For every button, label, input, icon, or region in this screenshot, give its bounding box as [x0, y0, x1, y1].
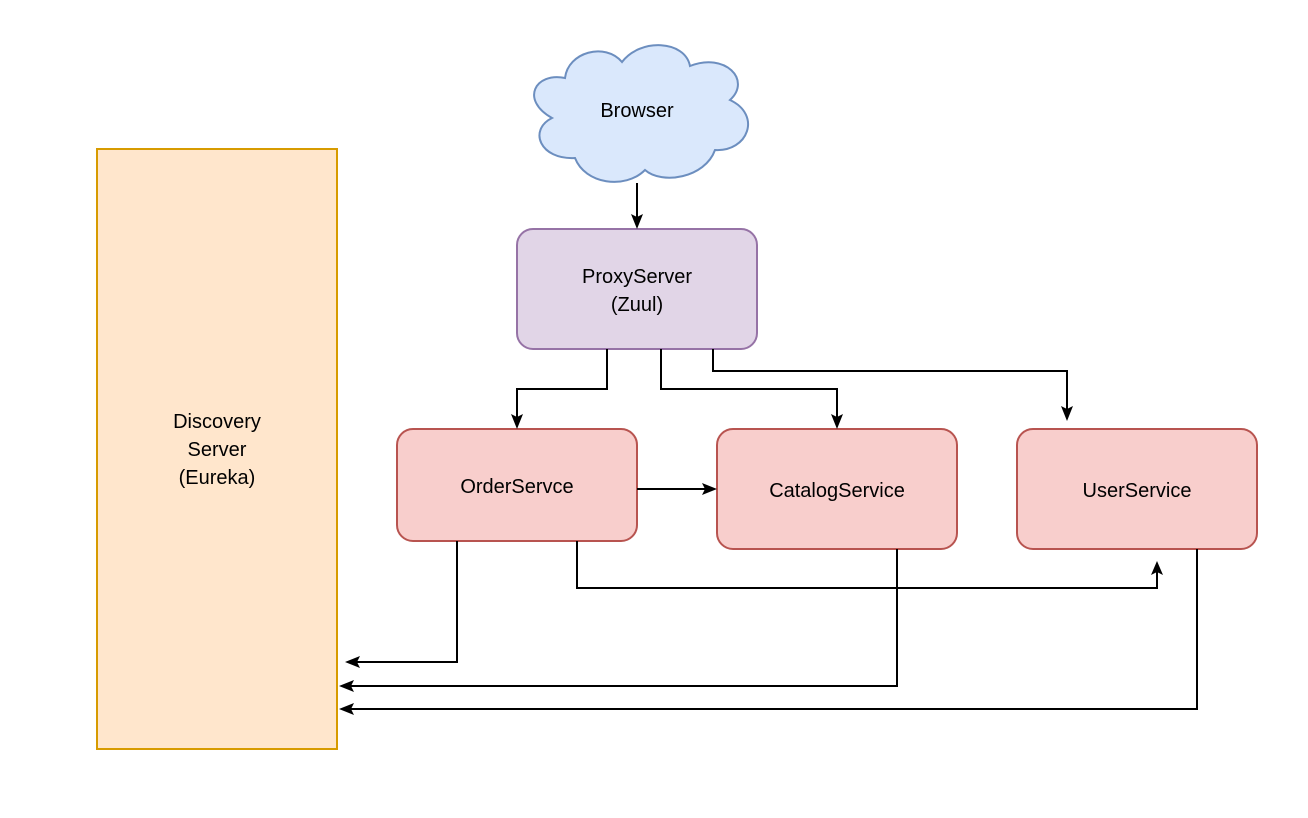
edge-order-to-discovery	[345, 541, 458, 668]
browser-node[interactable]: Browser	[533, 44, 749, 183]
edge-proxy-to-user-arrowhead	[1061, 406, 1073, 421]
edge-order-to-discovery-line	[356, 541, 458, 663]
order-service-label: OrderServce	[460, 476, 573, 498]
proxy-server-node[interactable]: ProxyServer (Zuul)	[516, 228, 758, 350]
browser-label: Browser	[600, 100, 674, 122]
edge-order-to-discovery-arrowhead	[345, 656, 360, 668]
discovery-server-label-line-3: (Eureka)	[179, 467, 256, 489]
edge-proxy-to-user-line	[712, 349, 1068, 410]
edge-user-to-discovery-line	[350, 549, 1198, 710]
edge-proxy-to-catalog	[660, 349, 843, 429]
catalog-service-label: CatalogService	[769, 480, 905, 502]
edge-proxy-to-order-line	[516, 349, 608, 418]
edge-browser-to-proxy-arrowhead	[631, 214, 643, 229]
edge-proxy-to-order	[511, 349, 608, 429]
edge-catalog-to-discovery	[339, 549, 898, 692]
edge-browser-to-proxy	[631, 183, 643, 229]
edge-proxy-to-user	[712, 349, 1073, 421]
edge-order-to-user-line	[576, 541, 1158, 589]
proxy-server-box	[516, 228, 758, 350]
user-service-node[interactable]: UserService	[1016, 428, 1258, 550]
edge-user-to-discovery-arrowhead	[339, 703, 354, 715]
discovery-server-label-line-2: Server	[188, 439, 247, 461]
user-service-box	[1016, 428, 1258, 550]
order-service-node[interactable]: OrderServce	[396, 428, 638, 542]
discovery-server-box	[96, 148, 338, 750]
edge-order-to-user	[576, 541, 1163, 589]
edge-catalog-to-discovery-arrowhead	[339, 680, 354, 692]
proxy-server-label-line-1: ProxyServer	[582, 266, 692, 288]
discovery-server-label-line-1: Discovery	[173, 411, 261, 433]
proxy-server-label-line-2: (Zuul)	[611, 294, 663, 316]
user-service-label: UserService	[1083, 480, 1192, 502]
edge-catalog-to-discovery-line	[350, 549, 898, 687]
edge-proxy-to-catalog-line	[660, 349, 838, 418]
edge-order-to-catalog-arrowhead	[702, 483, 717, 495]
edge-proxy-to-catalog-arrowhead	[831, 414, 843, 429]
discovery-server-node[interactable]: Discovery Server (Eureka)	[96, 148, 338, 750]
catalog-service-node[interactable]: CatalogService	[716, 428, 958, 550]
edge-proxy-to-order-arrowhead	[511, 414, 523, 429]
browser-cloud-shape	[533, 44, 749, 183]
edge-order-to-catalog	[637, 483, 717, 495]
edge-user-to-discovery	[339, 549, 1198, 715]
edge-order-to-user-arrowhead	[1151, 561, 1163, 575]
